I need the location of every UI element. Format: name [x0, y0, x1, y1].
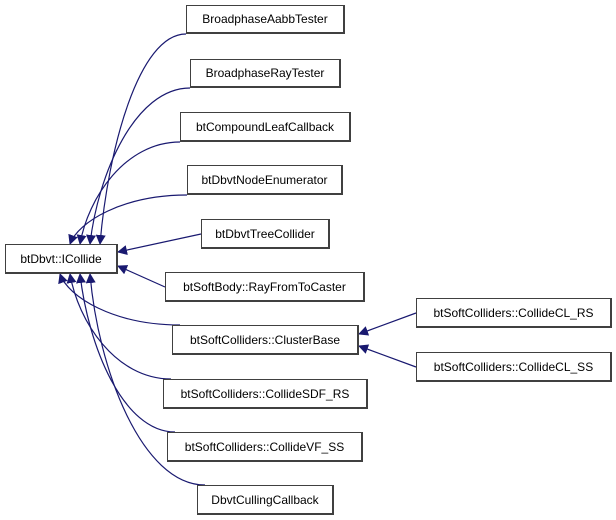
inheritance-edge-n1-to-root [95, 33, 187, 245]
class-node-bt-soft-body-ray-from-to-caster[interactable]: btSoftBody::RayFromToCaster [165, 272, 365, 302]
class-node-dbvt-culling-callback[interactable]: DbvtCullingCallback [197, 485, 334, 515]
inheritance-edge-n3-to-root [76, 141, 181, 245]
class-node-bt-dbvt-node-enumerator[interactable]: btDbvtNodeEnumerator [187, 165, 343, 195]
inheritance-edge-n2-to-root [86, 87, 191, 245]
inheritance-edge-n5-to-root [117, 233, 202, 255]
class-node-broadphase-ray-tester[interactable]: BroadphaseRayTester [190, 59, 341, 88]
inheritance-edge-n10-to-root [85, 273, 206, 486]
inheritance-edge-n9-to-root [76, 273, 176, 433]
class-node-bt-soft-colliders-cluster-base[interactable]: btSoftColliders::ClusterBase [172, 325, 359, 355]
class-node-btdbvt-icollide[interactable]: btDbvt::ICollide [5, 244, 118, 274]
inheritance-edge-n7-to-root [58, 273, 181, 326]
inheritance-edge-n12-to-n7 [358, 344, 417, 368]
inheritance-edge-n6-to-root [117, 265, 166, 288]
class-node-bt-soft-colliders-collide-cl-ss[interactable]: btSoftColliders::CollideCL_SS [416, 352, 612, 382]
class-node-bt-dbvt-tree-collider[interactable]: btDbvtTreeCollider [201, 219, 330, 249]
inheritance-edge-n4-to-root [68, 194, 188, 245]
class-node-bt-soft-colliders-collide-sdf-rs[interactable]: btSoftColliders::CollideSDF_RS [163, 379, 368, 409]
class-node-bt-soft-colliders-collide-vf-ss[interactable]: btSoftColliders::CollideVF_SS [167, 432, 363, 462]
class-node-bt-compound-leaf-callback[interactable]: btCompoundLeafCallback [180, 112, 351, 142]
class-node-bt-soft-colliders-collide-cl-rs[interactable]: btSoftColliders::CollideCL_RS [416, 298, 612, 328]
class-node-broadphase-aabb-tester[interactable]: BroadphaseAabbTester [186, 5, 345, 34]
inheritance-edge-n11-to-n7 [358, 312, 417, 336]
inheritance-edge-n8-to-root [66, 273, 172, 380]
